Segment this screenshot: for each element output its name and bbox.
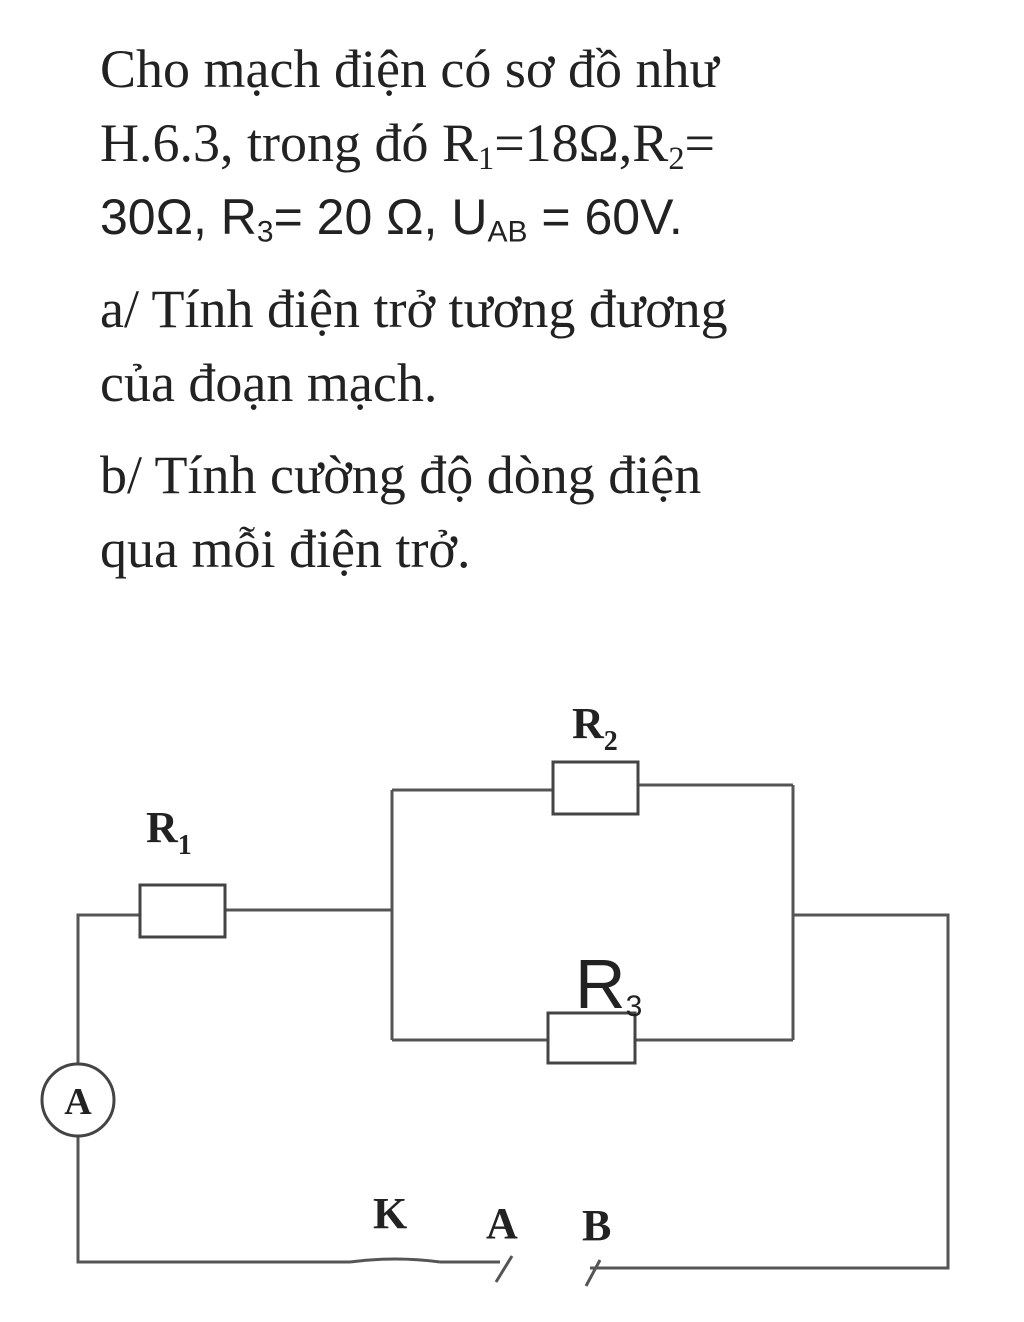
- r2-letter: R: [572, 699, 605, 748]
- u-subscript: AB: [487, 215, 528, 249]
- r1-subscript: 1: [478, 141, 495, 178]
- switch-label: K: [373, 1189, 407, 1238]
- ammeter-label: A: [64, 1081, 92, 1123]
- resistor-r2: [551, 760, 640, 816]
- problem-line-2: H.6.3, trong đó R1=18Ω,R2=: [100, 106, 980, 180]
- r1-label-sub: 1: [178, 830, 192, 861]
- wire-bottom-left: [76, 1135, 350, 1264]
- r2-subscript: 2: [668, 141, 685, 178]
- terminal-b-mark: [584, 1259, 602, 1287]
- r1-letter: R: [146, 803, 179, 852]
- part-a-line-2: của đoạn mạch.: [100, 353, 438, 413]
- r2-label: R2: [572, 699, 618, 757]
- ammeter-circle: [40, 1062, 116, 1138]
- part-a-line-1: a/ Tính điện trở tương đương: [100, 279, 728, 339]
- r3-label: R3: [575, 945, 642, 1023]
- problem-text: Cho mạch điện có sơ đồ như H.6.3, trong …: [100, 32, 980, 586]
- line2-suffix: =: [684, 113, 715, 173]
- r2-label-sub: 2: [604, 726, 618, 757]
- wire-left-top: [76, 913, 140, 1065]
- r3-value: = 20 Ω, U: [273, 189, 488, 245]
- resistor-r1: [138, 883, 227, 939]
- part-b-line-2: qua mỗi điện trở.: [100, 519, 471, 579]
- part-b-line-1: b/ Tính cường độ dòng điện: [100, 445, 702, 505]
- terminal-b-label: B: [582, 1201, 611, 1250]
- r1-label: R1: [146, 803, 192, 861]
- resistor-r3: [546, 1011, 637, 1065]
- r3-letter: R: [575, 945, 626, 1023]
- terminal-a-mark: [494, 1255, 514, 1283]
- switch-blade: [349, 1257, 441, 1264]
- r3-subscript: 3: [256, 215, 274, 249]
- problem-line-3: 30Ω, R3= 20 Ω, UAB = 60V.: [100, 180, 980, 254]
- r3-label-sub: 3: [626, 990, 643, 1023]
- r2-value: 30Ω, R: [100, 189, 257, 245]
- wire-right-side: [590, 913, 950, 1270]
- r1-value: =18Ω,R: [494, 113, 669, 173]
- circuit-diagram: A R1 R2 R3 K A B: [40, 699, 950, 1287]
- problem-line-1: Cho mạch điện có sơ đồ như: [100, 39, 719, 99]
- line2-prefix: H.6.3, trong đó R: [100, 113, 478, 173]
- u-value: = 60V.: [527, 189, 683, 245]
- terminal-a-label: A: [486, 1199, 518, 1248]
